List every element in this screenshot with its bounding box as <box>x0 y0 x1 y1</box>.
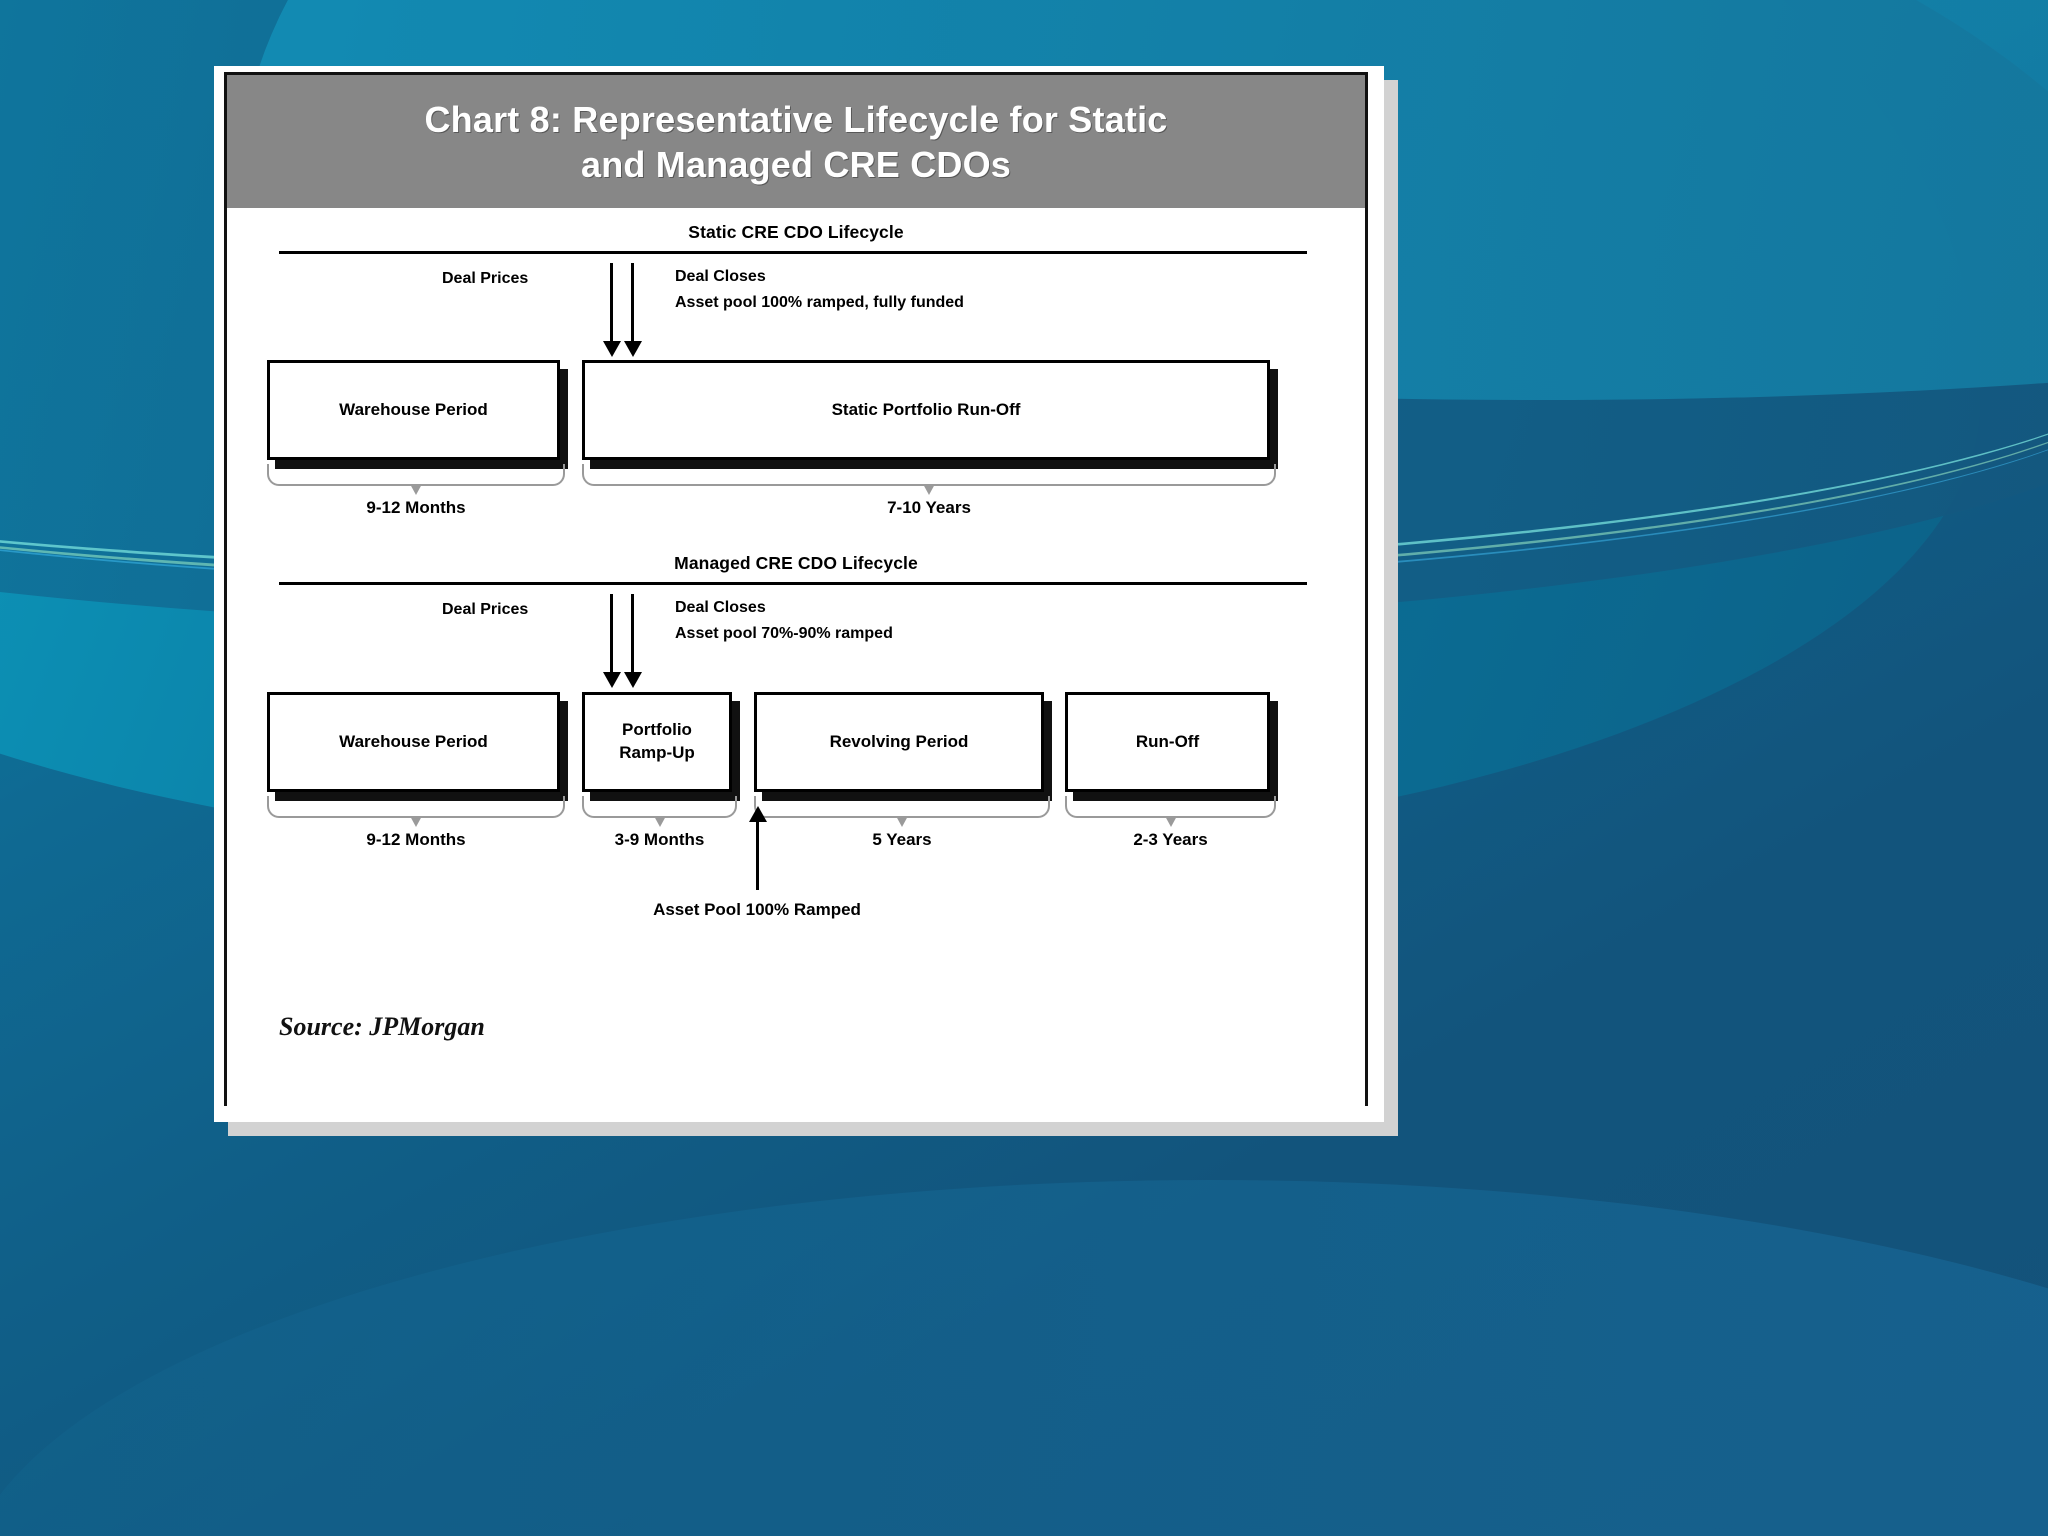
title-line-1: Chart 8: Representative Lifecycle for St… <box>424 98 1168 140</box>
chart-image: Chart 8: Representative Lifecycle for St… <box>224 72 1368 1106</box>
static-deal-closes-line-1: Deal Closes <box>675 268 766 285</box>
brace-managed-warehouse <box>267 796 565 827</box>
managed-deal-closes-line-2: Asset pool 70%-90% ramped <box>675 625 893 643</box>
managed-arrow-down-1 <box>602 594 621 688</box>
section-heading-managed: Managed CRE CDO Lifecycle <box>674 553 918 573</box>
portfolio-ramp-up-line-1: Portfolio <box>622 720 692 740</box>
phase-box-run-off[interactable]: Run-Off <box>1065 692 1270 792</box>
phase-box-warehouse-period-static[interactable]: Warehouse Period <box>267 360 560 460</box>
duration-managed-runoff: 2-3 Years <box>1133 830 1208 849</box>
duration-managed-ramp-up: 3-9 Months <box>614 830 705 849</box>
managed-deal-closes-label: Deal Closes Asset pool 70%-90% ramped <box>675 595 893 648</box>
chart-title-bar: Chart 8: Representative Lifecycle for St… <box>227 75 1365 208</box>
brace-static-runoff <box>582 464 1276 495</box>
static-deal-closes-line-2: Asset pool 100% ramped, fully funded <box>675 294 964 312</box>
brace-managed-revolving <box>754 796 1050 827</box>
duration-static-warehouse: 9-12 Months <box>366 498 466 517</box>
page-title: Chart 8: Representative Lifecycle for St… <box>424 97 1167 187</box>
brace-managed-runoff <box>1065 796 1276 827</box>
duration-static-runoff: 7-10 Years <box>887 498 971 517</box>
source-note: Source: JPMorgan <box>279 1012 485 1041</box>
static-deal-closes-label: Deal Closes Asset pool 100% ramped, full… <box>675 264 964 317</box>
managed-deal-closes-line-1: Deal Closes <box>675 599 766 616</box>
title-line-2: and Managed CRE CDOs <box>580 143 1012 185</box>
duration-managed-revolving: 5 Years <box>872 830 932 849</box>
brace-static-warehouse <box>267 464 565 495</box>
static-arrow-down-1 <box>602 263 621 357</box>
duration-managed-warehouse: 9-12 Months <box>366 830 466 849</box>
section-rule-static <box>279 251 1307 254</box>
managed-deal-prices-label: Deal Prices <box>442 601 529 618</box>
asset-pool-ramped-callout: Asset Pool 100% Ramped <box>653 900 861 919</box>
portfolio-ramp-up-line-2: Ramp-Up <box>619 743 695 762</box>
section-rule-managed <box>279 582 1307 585</box>
static-deal-prices-label: Deal Prices <box>442 270 529 287</box>
managed-arrow-down-2 <box>623 594 642 688</box>
phase-box-revolving-period[interactable]: Revolving Period <box>754 692 1044 792</box>
phase-box-static-portfolio-runoff[interactable]: Static Portfolio Run-Off <box>582 360 1270 460</box>
section-heading-static: Static CRE CDO Lifecycle <box>688 222 904 242</box>
background-swoosh-bottom <box>0 1180 2048 1536</box>
brace-managed-ramp-up <box>582 796 737 827</box>
phase-box-warehouse-period-managed[interactable]: Warehouse Period <box>267 692 560 792</box>
chart-body: Static CRE CDO Lifecycle Deal Prices Dea… <box>227 208 1365 1106</box>
asset-pool-ramped-up-arrow <box>748 806 767 890</box>
static-arrow-down-2 <box>623 263 642 357</box>
phase-box-portfolio-ramp-up[interactable]: Portfolio Ramp-Up <box>582 692 732 792</box>
